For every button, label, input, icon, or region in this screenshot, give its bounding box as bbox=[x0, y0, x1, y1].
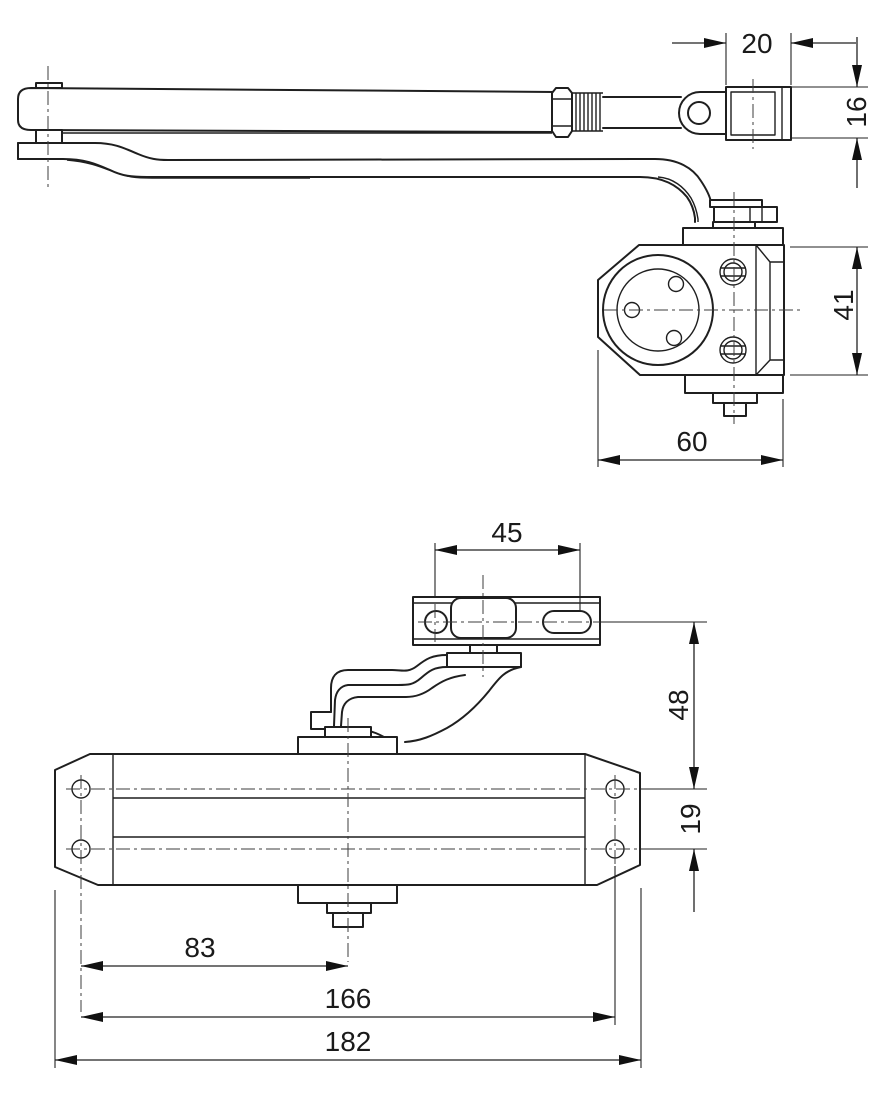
forearm-top-edge bbox=[17, 142, 712, 203]
main-arm bbox=[17, 87, 555, 133]
z-arm-bottom-edge bbox=[340, 674, 466, 727]
pinion-top-plate bbox=[709, 199, 763, 208]
valve-screw-bottom bbox=[719, 336, 747, 364]
dim-label-45: 45 bbox=[491, 517, 522, 548]
body-bottom-boss bbox=[712, 392, 758, 404]
dimension-41: 41 bbox=[790, 246, 868, 376]
rod-shaft bbox=[602, 96, 682, 129]
z-arm-outer-sweep bbox=[404, 666, 522, 743]
forearm-fold-right bbox=[657, 176, 699, 222]
dim-label-41: 41 bbox=[828, 289, 859, 320]
thread-lines bbox=[575, 93, 601, 131]
closer-body-end-view bbox=[597, 244, 785, 417]
dimension-83: 83 bbox=[81, 932, 348, 971]
dimension-166: 166 bbox=[81, 866, 616, 1025]
z-arm-top-edge bbox=[330, 654, 448, 713]
bracket-outer bbox=[725, 86, 792, 141]
cap-hole-top bbox=[667, 275, 685, 293]
pinion-nut-stack bbox=[682, 199, 784, 246]
dimension-16: 16 bbox=[791, 37, 872, 188]
dimension-48: 48 bbox=[600, 621, 707, 789]
dim-label-83: 83 bbox=[184, 932, 215, 963]
z-arm bbox=[297, 654, 522, 755]
dimension-45: 45 bbox=[434, 517, 581, 612]
dim-label-60: 60 bbox=[676, 426, 707, 457]
nut-facet-lines bbox=[553, 98, 571, 127]
body-band-lines bbox=[113, 797, 585, 838]
bracket-slot bbox=[542, 610, 592, 634]
dim-label-48: 48 bbox=[663, 689, 694, 720]
dimension-19: 19 bbox=[640, 788, 707, 912]
frame-bracket bbox=[412, 596, 601, 668]
dimension-20: 20 bbox=[672, 28, 856, 85]
z-arm-fold-edge bbox=[333, 666, 448, 727]
dim-label-20: 20 bbox=[741, 28, 772, 59]
top-view: 20 16 41 60 bbox=[17, 28, 872, 467]
adjusting-rod bbox=[551, 87, 726, 138]
dim-label-19: 19 bbox=[675, 803, 706, 834]
door-bracket bbox=[725, 86, 792, 141]
pinion-nut bbox=[713, 206, 778, 223]
valve-screw-top bbox=[719, 258, 747, 286]
eyelet-hole bbox=[687, 101, 711, 125]
arm-pivot-boss-bottom bbox=[35, 129, 63, 144]
dimension-60: 60 bbox=[597, 350, 784, 467]
dim-label-182: 182 bbox=[325, 1026, 372, 1057]
arm-pivot-boss-top bbox=[35, 82, 63, 89]
forearm-fold-left bbox=[66, 159, 310, 179]
bottom-view: 45 48 19 83 16 bbox=[54, 517, 707, 1068]
end-plate-lines bbox=[112, 754, 586, 885]
cap-hole-bottom bbox=[665, 329, 683, 347]
forearm-bottom-edge bbox=[17, 158, 696, 223]
pinion-step-bottom bbox=[326, 902, 372, 914]
forearm bbox=[17, 142, 712, 223]
dim-label-16: 16 bbox=[841, 96, 872, 127]
pinion-nut-facets bbox=[749, 207, 763, 222]
dim-label-166: 166 bbox=[325, 983, 372, 1014]
dimension-182: 182 bbox=[54, 888, 642, 1068]
body-bottom-pin bbox=[723, 402, 747, 417]
elbow-plate bbox=[446, 652, 522, 668]
body-top-plate bbox=[682, 227, 784, 246]
turnbuckle-nut bbox=[551, 87, 573, 138]
